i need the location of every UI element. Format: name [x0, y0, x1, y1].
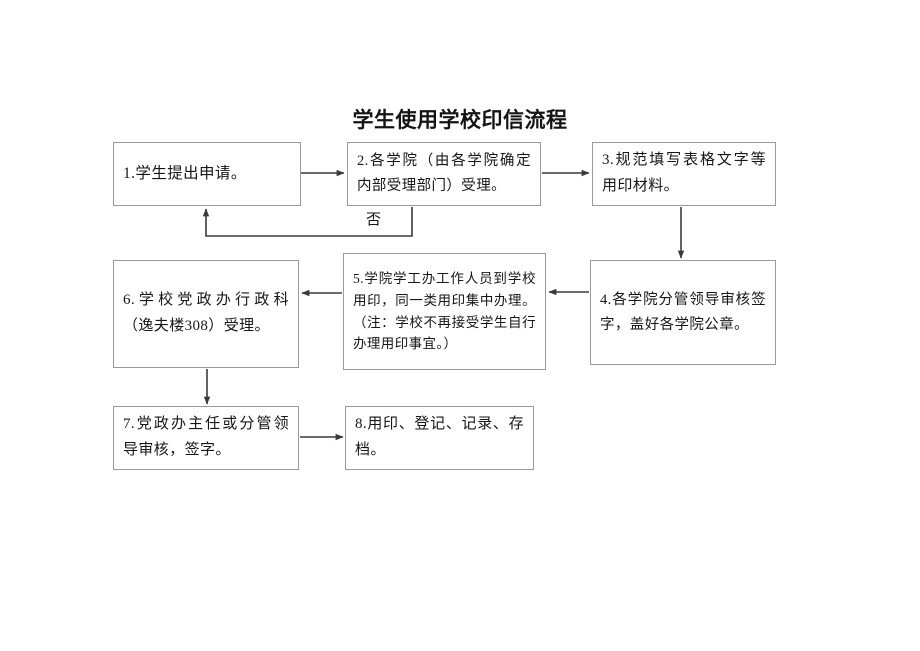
- flow-node-7-label: 7.党政办主任或分管领导审核，签字。: [123, 416, 289, 458]
- flow-node-5-label: 5.学院学工办工作人员到学校用印，同一类用印集中办理。（注：学校不再接受学生自行…: [353, 270, 536, 352]
- edge-label-no: 否: [366, 212, 382, 228]
- flow-node-1-label: 1.学生提出申请。: [123, 165, 247, 183]
- flow-node-4[interactable]: 4.各学院分管领导审核签字，盖好各学院公章。: [590, 260, 776, 365]
- flow-node-4-label: 4.各学院分管领导审核签字，盖好各学院公章。: [600, 291, 766, 333]
- flow-node-5[interactable]: 5.学院学工办工作人员到学校用印，同一类用印集中办理。（注：学校不再接受学生自行…: [343, 253, 546, 370]
- flow-node-6-label: 6.学校党政办行政科（逸夫楼308）受理。: [123, 292, 289, 334]
- edge-2-to-1-feedback: [202, 207, 413, 237]
- flow-node-6[interactable]: 6.学校党政办行政科（逸夫楼308）受理。: [113, 260, 299, 368]
- flow-node-1[interactable]: 1.学生提出申请。: [113, 142, 301, 206]
- flow-node-7[interactable]: 7.党政办主任或分管领导审核，签字。: [113, 406, 299, 470]
- flow-node-3-label: 3.规范填写表格文字等用印材料。: [602, 152, 766, 194]
- flow-node-8-label: 8.用印、登记、记录、存档。: [355, 416, 524, 458]
- flow-node-8[interactable]: 8.用印、登记、记录、存档。: [345, 406, 534, 470]
- page-title: 学生使用学校印信流程: [352, 109, 568, 132]
- flow-node-2-label: 2.各学院（由各学院确定内部受理部门）受理。: [357, 153, 531, 194]
- flow-node-3[interactable]: 3.规范填写表格文字等用印材料。: [592, 142, 776, 206]
- flow-node-2[interactable]: 2.各学院（由各学院确定内部受理部门）受理。: [347, 142, 541, 206]
